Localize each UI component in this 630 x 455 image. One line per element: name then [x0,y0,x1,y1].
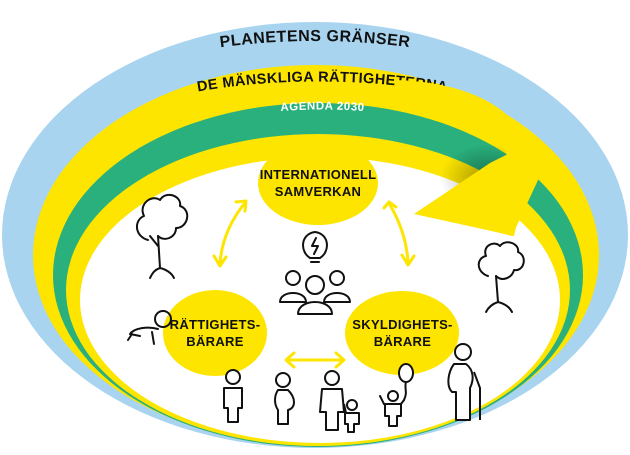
man-icon [223,369,243,423]
svg-text:PLANETENS GRÄNSER: PLANETENS GRÄNSER [219,28,412,51]
tree-icon [477,241,525,313]
node-international-line2: SAMVERKAN [274,184,362,199]
node-duty-bearers-line1: SKYLDIGHETS- [352,317,453,332]
arrow-top-right [388,203,410,264]
pregnant-woman-icon [274,372,295,425]
svg-text:AGENDA 2030: AGENDA 2030 [280,100,365,114]
group-icon [279,270,351,315]
flow-arrow [395,80,552,236]
arrow-top-left [218,202,246,266]
parent-child-icon [319,370,360,433]
link-arrows [212,199,416,369]
node-duty-bearers [345,291,459,375]
outer-ring-label: PLANETENS GRÄNSER [219,28,411,51]
node-rights-holders-label: RÄTTIGHETS- BÄRARE [160,316,270,350]
node-international-line1: INTERNATIONELL [259,167,377,182]
node-rights-holders [163,290,267,376]
child-balloon-icon [379,363,414,427]
elderly-person-icon [447,343,481,421]
node-duty-bearers-line2: BÄRARE [373,334,432,349]
node-rights-holders-line1: RÄTTIGHETS- [169,317,261,332]
node-international [258,141,378,225]
node-international-label: INTERNATIONELL SAMVERKAN [258,166,378,200]
lightbulb-icon [302,231,328,263]
inner-ring-label: AGENDA 2030 [280,100,364,114]
node-rights-holders-line2: BÄRARE [186,334,244,349]
tree-icon [136,193,189,279]
node-duty-bearers-label: SKYLDIGHETS- BÄRARE [345,316,460,350]
baby-icon [127,310,172,345]
